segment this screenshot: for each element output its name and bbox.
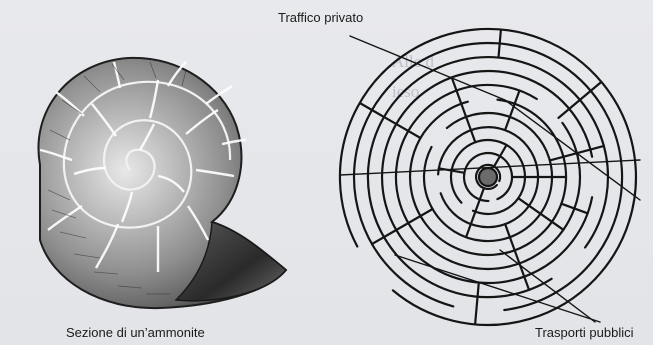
caption-public-transport: Trasporti pubblici (535, 325, 634, 340)
maze-wall-13 (499, 30, 501, 58)
caption-private-traffic: Traffico privato (278, 10, 363, 25)
maze-center-hub (479, 168, 497, 186)
maze-wall-10 (559, 82, 602, 118)
maze-wall-14 (494, 145, 507, 167)
public-transport-line-2 (500, 250, 595, 322)
caption-ammonite-section: Sezione di un’ammonite (66, 325, 205, 340)
maze-wall-12 (475, 283, 479, 325)
maze-wall-9 (505, 91, 519, 131)
